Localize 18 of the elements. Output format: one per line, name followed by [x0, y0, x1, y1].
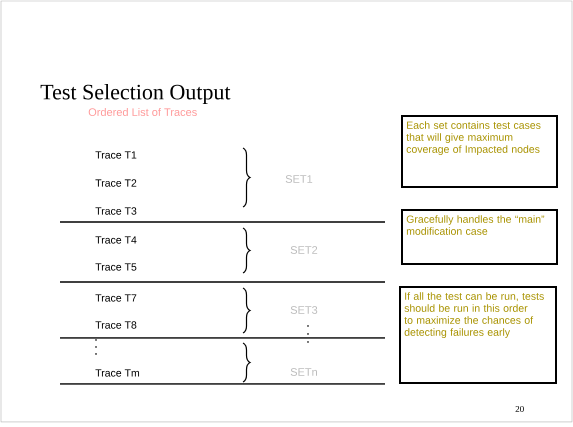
trace-label: Trace Tm [95, 369, 140, 377]
set-label: SET1 [286, 175, 312, 183]
trace-label: Trace T7 [95, 294, 136, 302]
page-number: 20 [516, 406, 524, 412]
set-label: SETn [290, 368, 317, 376]
trace-label: Trace T1 [95, 151, 136, 159]
trace-label: Trace T2 [95, 179, 136, 187]
trace-label: Trace T8 [95, 321, 136, 329]
set-label: SET2 [290, 246, 318, 254]
trace-label: Trace T4 [95, 236, 136, 244]
note-box: Gracefully handles the “main” modification case [401, 208, 558, 265]
note-box: If all the test can be run, tests should be run in this order to maximize the chances of detecting failures early [399, 286, 557, 384]
note-box: Each set contains test cases that will give maximum coverage of Impacted nodes [401, 115, 558, 188]
title: Test Selection Output [40, 84, 230, 104]
trace-label: Trace T3 [95, 207, 136, 215]
heading: Ordered List of Traces [88, 108, 197, 116]
trace-label: Trace T5 [95, 263, 136, 271]
set-label: SET3 [290, 306, 318, 314]
